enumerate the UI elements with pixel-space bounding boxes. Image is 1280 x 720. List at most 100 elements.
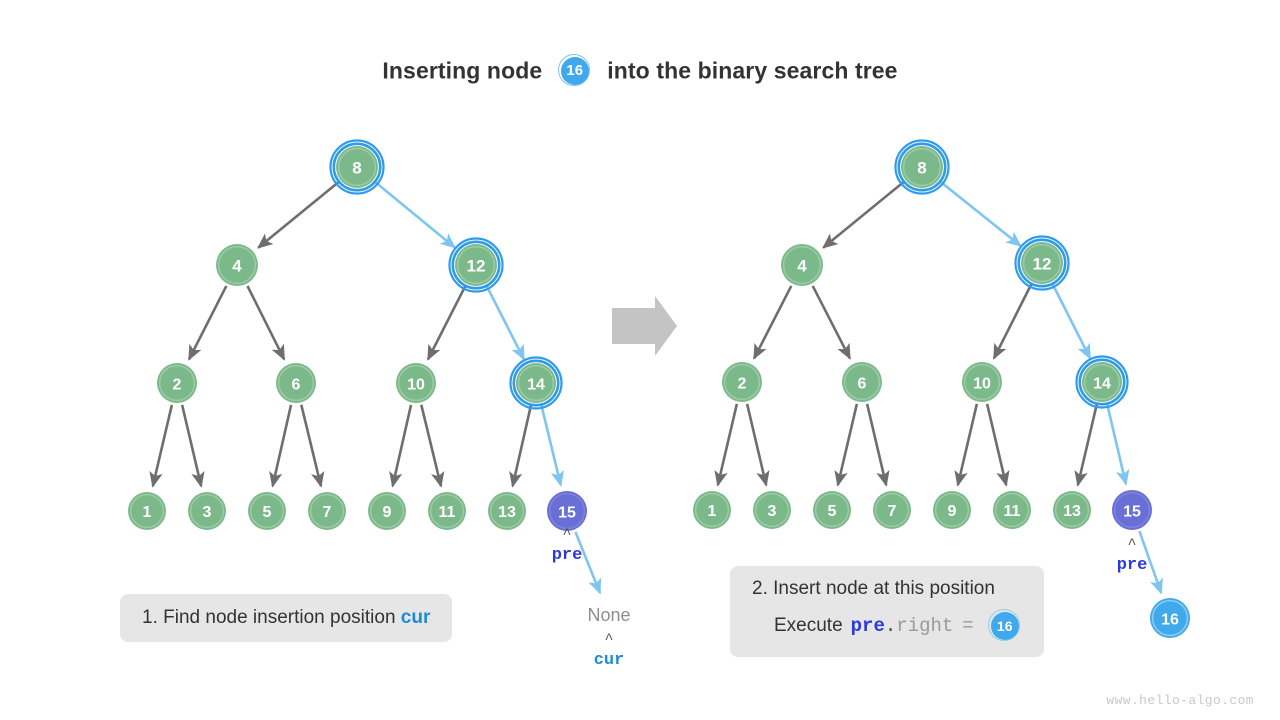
tree-edge-dangling [574,531,602,595]
tree-node[interactable]: 4 [216,244,258,286]
tree-edge [269,404,293,488]
tree-node[interactable]: 13 [1053,491,1091,529]
right-block-arrow-icon [612,296,677,356]
tree-edge [745,403,770,487]
edges-group [149,180,1163,595]
caption-2-text: Insert node at this position [773,578,995,599]
tree-node[interactable]: 4 [781,244,823,286]
tree-node[interactable]: 14 [1075,355,1129,409]
tree-edge [985,403,1010,487]
tree-node-value: 3 [203,504,212,521]
caption-2-number: 2. [752,578,768,599]
tree-edge [1105,403,1130,486]
caption-2-line1: 2. Insert node at this position [752,578,1022,600]
tree-edge [714,403,739,487]
caption-1-number: 1. [142,607,158,628]
tree-node-value: 14 [1093,375,1111,392]
tree-edge [485,285,526,361]
caption-step-2: 2. Insert node at this position Execute … [730,566,1044,657]
tree-node[interactable]: 7 [308,492,346,530]
tree-edge [865,403,890,487]
tree-edge [1138,530,1163,595]
tree-node[interactable]: 11 [993,491,1031,529]
tree-node[interactable]: 5 [813,491,851,529]
title-text-after: into the binary search tree [607,57,898,84]
caption-2-execute-word: Execute [774,615,843,636]
tree-node-value: 12 [467,256,486,275]
caption-2-chip-ring [987,609,1020,641]
tree-edge [540,404,565,487]
tree-node-value: 13 [1063,503,1081,520]
tree-node[interactable]: 3 [188,492,226,530]
tree-node[interactable]: 15 [1112,490,1152,530]
tree-node[interactable]: 14 [509,356,563,410]
tree-node-value: 11 [1004,503,1021,520]
tree-edge [954,403,979,487]
caption-2-right-field: right [896,615,954,637]
caption-1-keyword: cur [400,607,431,628]
tree-node-value: 6 [292,376,301,393]
tree-node[interactable]: 2 [722,362,762,402]
tree-node-value: 16 [1161,611,1179,628]
left-pre-label: pre [551,546,583,565]
page-title: Inserting node 16 into the binary search… [0,54,1280,88]
tree-node[interactable]: 16 [1150,598,1190,638]
tree-node[interactable]: 5 [248,492,286,530]
left-cur-caret-icon: ^ [604,631,614,648]
tree-node[interactable]: 9 [368,492,406,530]
title-chip-ring [557,54,590,86]
left-cur-label: cur [593,651,625,670]
caption-2-node-chip: 16 [987,609,1022,643]
tree-node[interactable]: 10 [962,362,1002,402]
tree-node-value: 13 [498,504,516,521]
caption-2-dot: . [884,615,897,637]
tree-node-value: 10 [407,376,425,393]
tree-node-value: 5 [828,503,837,520]
tree-edge [246,285,286,361]
tree-node-value: 6 [858,375,867,392]
tree-node[interactable]: 1 [128,492,166,530]
tree-node[interactable]: 12 [448,237,504,293]
tree-node[interactable]: 6 [842,362,882,402]
caption-step-1: 1. Find node insertion position cur [120,594,453,642]
tree-node[interactable]: 1 [693,491,731,529]
title-chip-value: 16 [560,57,589,85]
tree-node-value: 12 [1033,254,1052,273]
tree-edge [180,404,205,488]
tree-node[interactable]: 9 [933,491,971,529]
tree-node[interactable]: 10 [396,363,436,403]
tree-edge [752,285,793,360]
tree-edge [426,285,467,361]
right-pre-label: pre [1116,556,1148,575]
tree-node-value: 7 [888,503,897,520]
title-node-chip: 16 [557,54,592,88]
tree-node[interactable]: 11 [428,492,466,530]
tree-node[interactable]: 15 [547,491,587,531]
caption-2-chip-value: 16 [990,612,1019,640]
tree-node[interactable]: 8 [894,139,950,195]
tree-node-value: 10 [973,375,991,392]
tree-edge [509,404,533,488]
tree-node-value: 4 [797,256,807,275]
watermark: www.hello-algo.com [1106,693,1254,708]
tree-edge [834,403,859,487]
tree-node[interactable]: 6 [276,363,316,403]
tree-edge [1051,283,1092,360]
tree-node-value: 2 [173,376,182,393]
tree-node[interactable]: 3 [753,491,791,529]
tree-node-value: 7 [323,504,332,521]
tree-node[interactable]: 8 [329,139,385,195]
tree-node[interactable]: 2 [157,363,197,403]
caption-2-line2: Execute pre . right = 16 [752,609,1022,643]
tree-edge [1074,403,1099,487]
tree-node[interactable]: 13 [488,492,526,530]
tree-node-value: 14 [527,376,545,393]
tree-node-value: 5 [263,504,272,521]
tree-node[interactable]: 7 [873,491,911,529]
tree-node[interactable]: 12 [1014,235,1070,291]
tree-edge [939,180,1022,247]
tree-node-value: 15 [558,504,576,521]
